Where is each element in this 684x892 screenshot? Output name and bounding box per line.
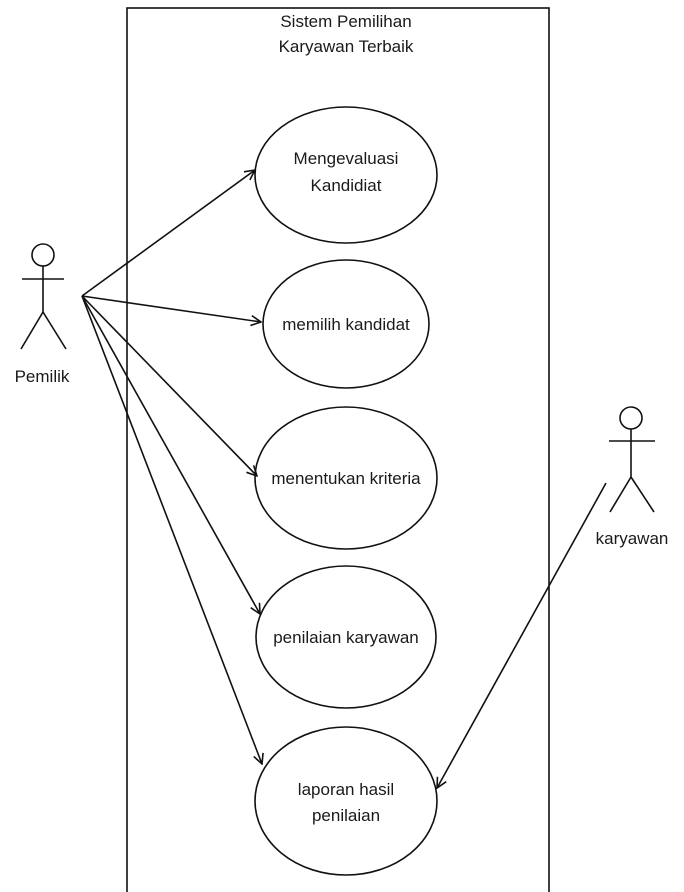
use-case-assessment-label: penilaian karyawan	[273, 628, 419, 647]
use-case-evaluate-label-2: Kandidiat	[311, 176, 382, 195]
use-case-report-label-1: laporan hasil	[298, 780, 394, 799]
actor-karyawan-label: karyawan	[596, 529, 669, 548]
use-case-choose-label: memilih kandidat	[282, 315, 410, 334]
system-boundary	[126, 7, 550, 892]
association-pemilik-assessment	[81, 295, 260, 614]
use-case-criteria-label: menentukan kriteria	[271, 469, 421, 488]
actor-karyawan: karyawan	[596, 406, 669, 548]
actor-pemilik-head	[31, 243, 55, 267]
use-case-evaluate-candidates: Mengevaluasi Kandidiat	[254, 106, 438, 244]
use-case-employee-assessment: penilaian karyawan	[255, 565, 437, 709]
system-title-line2: Karyawan Terbaik	[279, 37, 414, 56]
actor-karyawan-head	[619, 406, 643, 430]
use-case-report-label-2: penilaian	[312, 806, 380, 825]
actor-pemilik-label: Pemilik	[15, 367, 70, 386]
use-case-define-criteria: menentukan kriteria	[254, 406, 438, 550]
association-pemilik-criteria	[81, 295, 257, 476]
association-pemilik-evaluate	[81, 170, 255, 297]
use-case-assessment-report: laporan hasil penilaian	[254, 726, 438, 876]
association-karyawan-report	[437, 482, 607, 788]
system-title-line1: Sistem Pemilihan	[280, 12, 411, 31]
actor-pemilik: Pemilik	[15, 243, 70, 386]
association-pemilik-report	[81, 295, 262, 764]
use-case-choose-candidate: memilih kandidat	[262, 259, 430, 389]
association-pemilik-choose	[81, 295, 261, 322]
use-case-evaluate-label-1: Mengevaluasi	[294, 149, 399, 168]
